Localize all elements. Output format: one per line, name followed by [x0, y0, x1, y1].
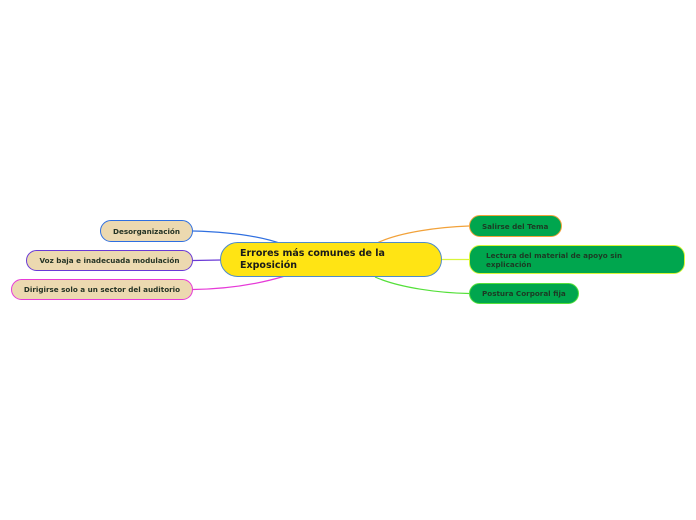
subtopic-voz-baja[interactable]: Voz baja e inadecuada modulación — [26, 250, 193, 271]
connector-postura — [374, 276, 470, 295]
connector-salirse — [376, 225, 470, 244]
central-topic-node[interactable]: Errores más comunes de la Exposición — [220, 242, 442, 277]
subtopic-label: Lectura del material de apoyo sin explic… — [486, 250, 623, 269]
subtopic-label: Dirigirse solo a un sector del auditorio — [23, 285, 181, 294]
subtopic-lectura-material[interactable]: Lectura del material de apoyo sin explic… — [469, 245, 685, 274]
connector-voz-baja — [192, 259, 222, 262]
connector-dirigirse — [192, 275, 286, 291]
subtopic-label: Salirse del Tema — [482, 221, 549, 231]
subtopic-salirse-tema[interactable]: Salirse del Tema — [469, 215, 562, 237]
subtopic-dirigirse-sector[interactable]: Dirigirse solo a un sector del auditorio — [11, 279, 193, 300]
subtopic-label: Postura Corporal fija — [482, 289, 566, 298]
subtopic-label: Desorganización — [113, 226, 180, 236]
central-topic-label: Errores más comunes de la Exposición — [240, 248, 385, 271]
subtopic-label: Voz baja e inadecuada modulación — [39, 256, 180, 265]
subtopic-desorganizacion[interactable]: Desorganización — [100, 220, 193, 242]
subtopic-postura-corporal[interactable]: Postura Corporal fija — [469, 283, 579, 304]
